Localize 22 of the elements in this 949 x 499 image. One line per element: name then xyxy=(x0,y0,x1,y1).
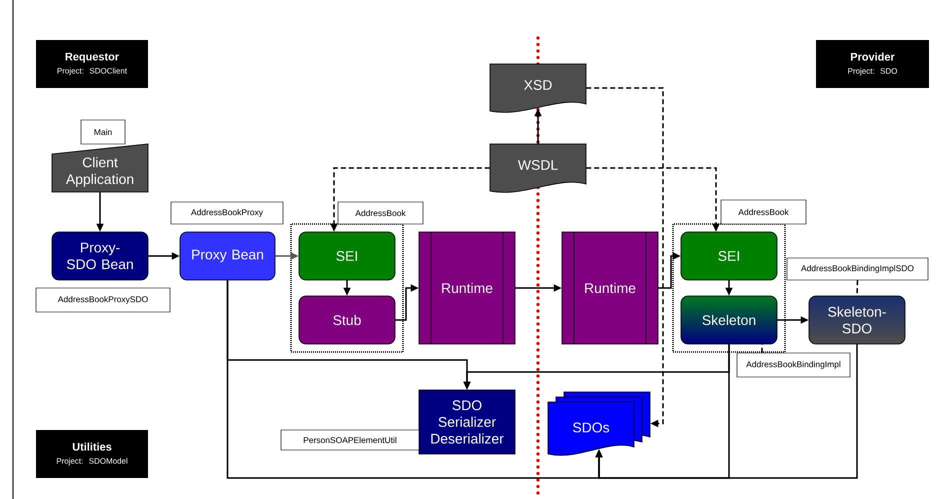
name-tag: AddressBook xyxy=(338,202,424,224)
process-box: SDO Serializer Deserializer xyxy=(418,390,516,454)
name-tag: AddressBookBindingImpl xyxy=(736,352,850,378)
name-tag: AddressBook xyxy=(720,200,806,224)
rounded-box: Proxy- SDO Bean xyxy=(52,232,148,280)
dotted-group-box xyxy=(290,223,404,353)
process-box: Runtime xyxy=(418,232,516,344)
rounded-box: Stub xyxy=(298,296,396,344)
rounded-box: Skeleton- SDO xyxy=(808,296,906,344)
name-tag: Main xyxy=(80,120,126,144)
name-tag: AddressBookBindingImplSDO xyxy=(786,258,928,280)
rounded-box: Skeleton xyxy=(680,296,778,344)
name-tag: PersonSOAPElementUtil xyxy=(280,430,420,450)
name-tag: AddressBookProxy xyxy=(170,202,284,224)
rounded-box: SEI xyxy=(298,232,396,280)
dotted-group-box xyxy=(672,223,786,353)
arrow xyxy=(595,344,858,479)
rounded-box: SEI xyxy=(680,232,778,280)
process-box: Runtime xyxy=(562,232,658,344)
rounded-box: Proxy Bean xyxy=(180,232,276,280)
name-tag: AddressBookProxySDO xyxy=(36,288,170,312)
arrow xyxy=(586,87,664,428)
